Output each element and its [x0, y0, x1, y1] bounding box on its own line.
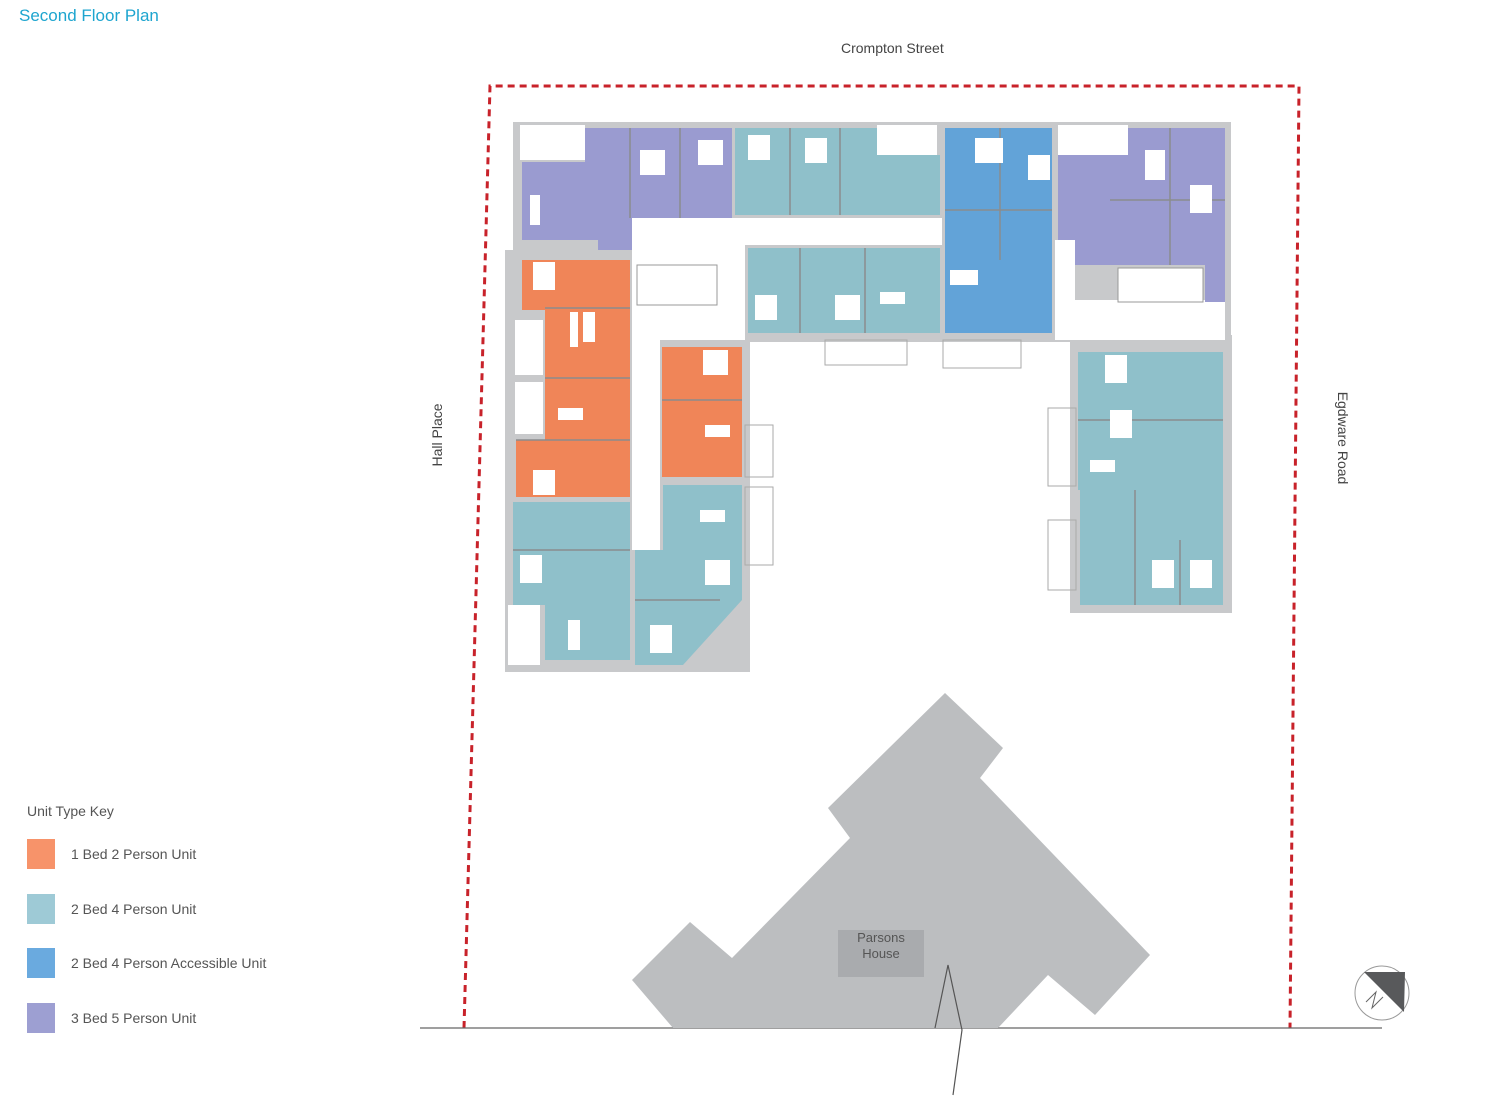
legend-swatch	[27, 948, 55, 978]
legend-item-accessible: 2 Bed 4 Person Accessible Unit	[27, 948, 266, 978]
legend-label: 2 Bed 4 Person Unit	[71, 900, 197, 917]
legend-item-three-bed: 3 Bed 5 Person Unit	[27, 1002, 266, 1033]
legend-label: 1 Bed 2 Person Unit	[71, 846, 197, 862]
page-title: Second Floor Plan	[19, 6, 159, 25]
legend-item-two-bed: 2 Bed 4 Person Unit	[27, 893, 266, 924]
stair-cores	[636, 264, 1204, 306]
parsons-house	[632, 693, 1150, 1028]
north-arrow-icon	[1354, 965, 1410, 1021]
units-two-bed	[513, 128, 1223, 665]
unit-type-legend: Unit Type Key 1 Bed 2 Person Unit 2 Bed …	[27, 803, 266, 1057]
break-line	[934, 964, 963, 1096]
street-label-north: Crompton Street	[841, 40, 944, 56]
legend-swatch	[27, 893, 55, 924]
furniture	[520, 135, 1212, 653]
legend-title: Unit Type Key	[27, 803, 114, 819]
parsons-house-label-box	[838, 930, 924, 977]
site-boundary	[462, 84, 1301, 1029]
legend-swatch	[27, 839, 55, 869]
legend-label: 2 Bed 4 Person Accessible Unit	[71, 955, 267, 971]
legend-swatch	[27, 1002, 55, 1033]
legend-item-one-bed: 1 Bed 2 Person Unit	[27, 839, 266, 869]
legend-label: 3 Bed 5 Person Unit	[71, 1009, 197, 1026]
balconies	[744, 339, 1077, 591]
